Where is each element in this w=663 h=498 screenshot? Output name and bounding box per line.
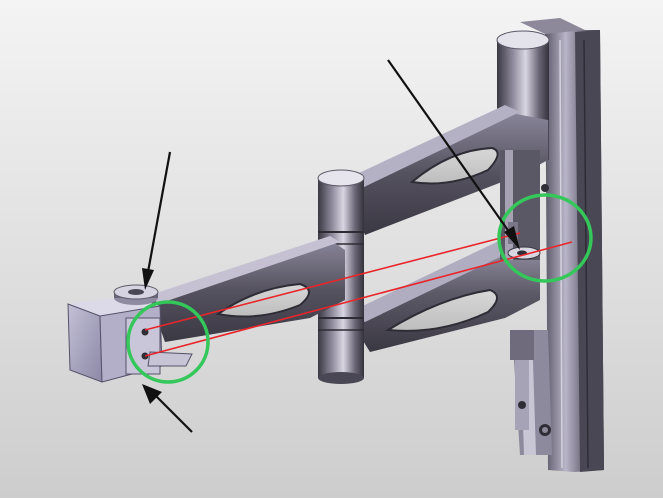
pointer-arrow	[387, 59, 520, 250]
laser-line	[144, 241, 573, 357]
pointer-arrow	[142, 151, 172, 290]
pointer-arrow	[142, 384, 193, 433]
highlight-circle	[126, 300, 210, 384]
inner-arm	[345, 105, 548, 352]
laser-line	[144, 232, 521, 331]
pointer-arrows	[142, 59, 520, 433]
wall-rail	[510, 18, 604, 472]
highlight-circles	[126, 193, 593, 384]
head-block	[67, 284, 193, 383]
laser-lines	[144, 232, 573, 357]
highlight-circle	[497, 193, 593, 283]
